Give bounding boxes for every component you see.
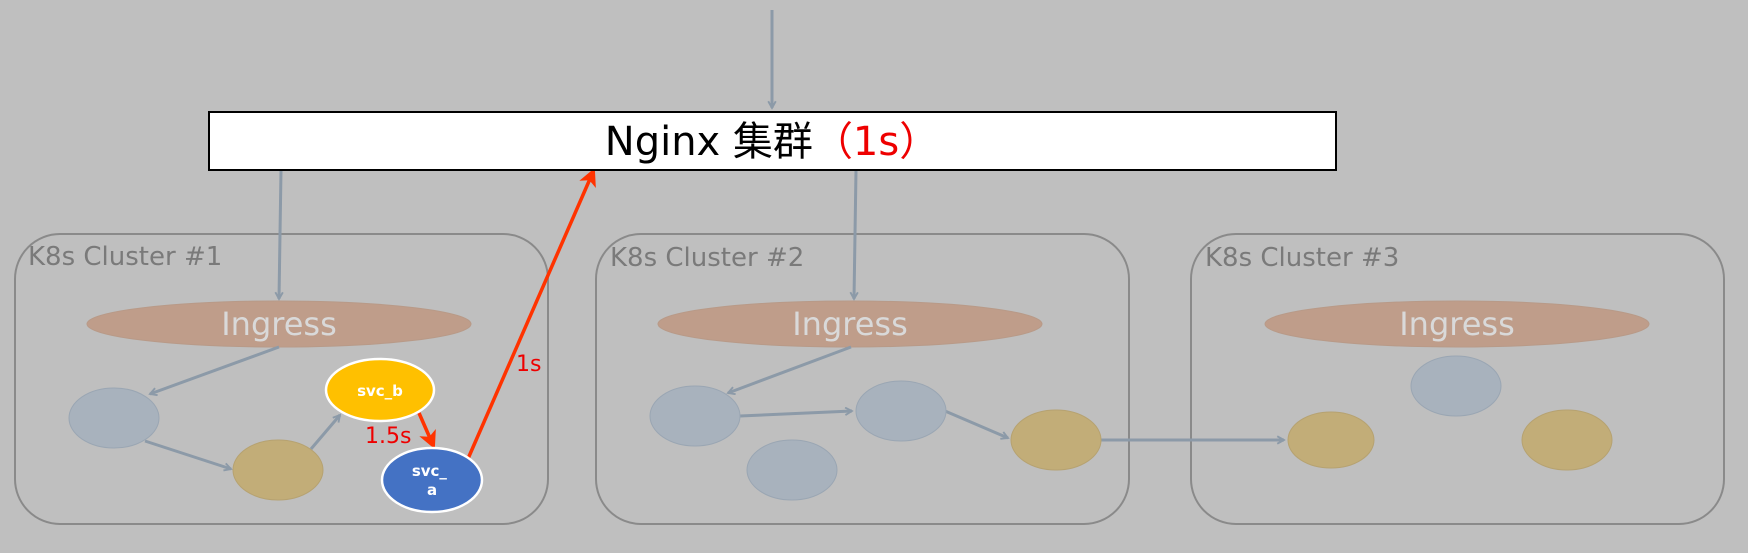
svca-to-nginx-latency: 1s [516, 352, 541, 377]
nginx-cluster-title: Nginx 集群（1s） [605, 119, 939, 165]
c1-node-to-gold-arrow [144, 439, 231, 469]
c2-node-to-node-arrow [739, 411, 852, 418]
c2-service-node-gray-2 [855, 380, 947, 442]
svcb-to-svca-latency: 1.5s [365, 424, 411, 449]
c3-service-node-gold-2 [1521, 409, 1613, 471]
svca-to-nginx-arrow [465, 167, 596, 462]
svc-b-label: svc_b [357, 382, 403, 400]
svc-a-node [380, 446, 484, 514]
c3-service-node-gold-1 [1287, 411, 1375, 469]
c2-ingress-to-node-arrow [728, 345, 852, 393]
nginx-to-ingress-1-arrow [279, 169, 281, 299]
cluster-2-label: K8s Cluster #2 [610, 243, 804, 273]
cluster-1-ingress-label: Ingress [221, 305, 337, 343]
svc-a-label-line2: a [427, 481, 437, 499]
c1-service-node-gray [68, 387, 160, 449]
cluster-3-container [1190, 233, 1725, 525]
c1-ingress-to-node-arrow [150, 345, 280, 394]
c2-service-node-gold [1010, 409, 1102, 471]
svcb-to-svca-arrow [417, 412, 436, 450]
c3-service-node-gray [1410, 355, 1502, 417]
c1-gold-to-svcb-arrow [309, 415, 340, 450]
svc-a-label: svc_ a [412, 462, 452, 499]
cluster-2-ingress-label: Ingress [792, 305, 908, 343]
svc-b-node [324, 357, 436, 423]
c2-node-to-gold-arrow [944, 409, 1008, 438]
c2-service-node-gray-3 [746, 439, 838, 501]
nginx-timing: （1s） [813, 119, 939, 165]
nginx-cluster-box [208, 111, 1337, 171]
cluster-3-ingress-label: Ingress [1399, 305, 1515, 343]
cluster-2-container [595, 233, 1130, 525]
c2-service-node-gray-1 [649, 385, 741, 447]
nginx-name: Nginx 集群 [605, 119, 813, 165]
c1-service-node-gold [232, 439, 324, 501]
cluster-3-label: K8s Cluster #3 [1205, 243, 1399, 273]
nginx-to-ingress-2-arrow [854, 169, 856, 299]
cluster-3-ingress [1264, 300, 1650, 348]
svc-a-label-line1: svc_ [412, 462, 448, 480]
cluster-1-label: K8s Cluster #1 [28, 242, 222, 272]
